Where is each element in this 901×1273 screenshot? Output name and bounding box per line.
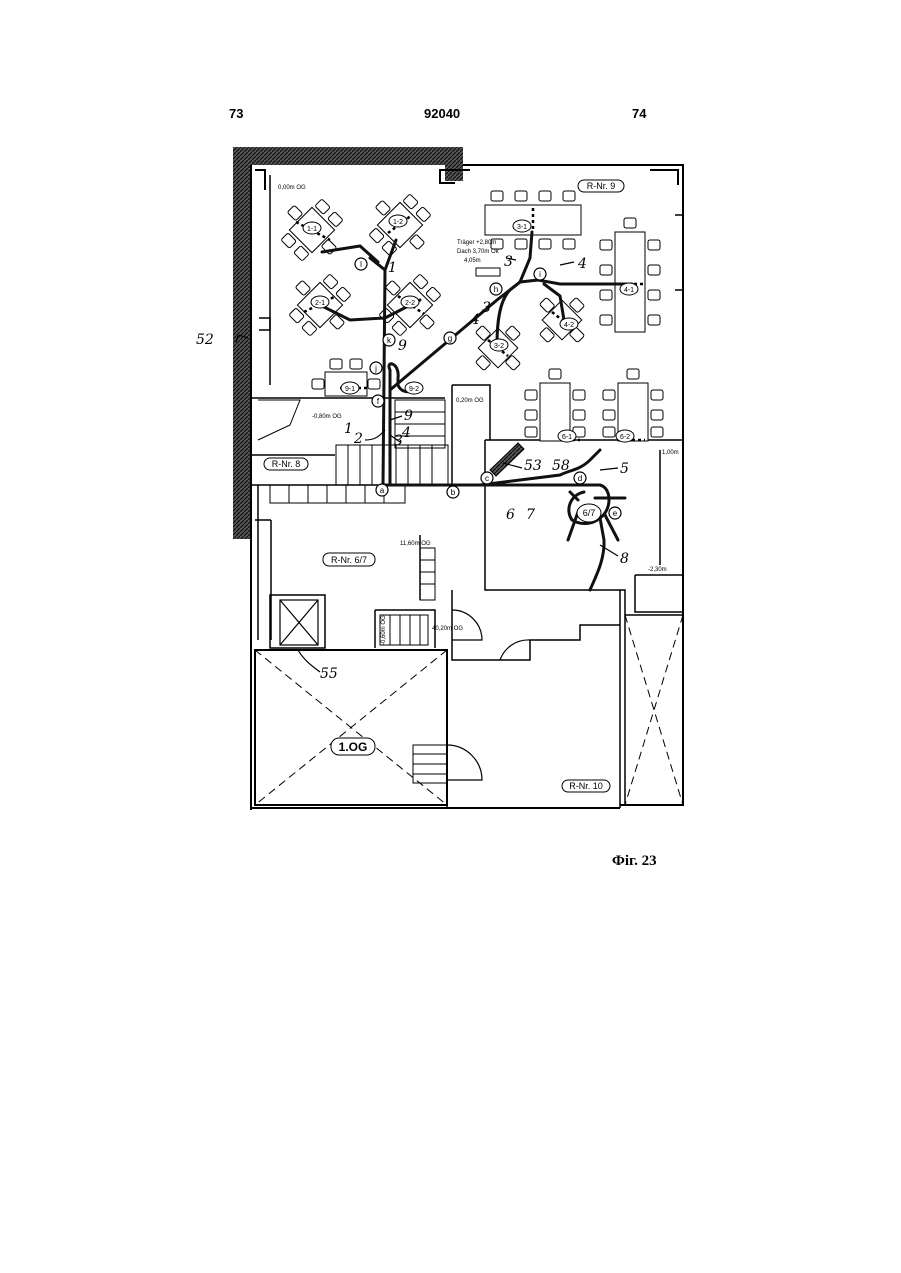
room-label-10: R-Nr. 10 xyxy=(569,781,603,791)
upper-floor-void xyxy=(255,650,447,805)
room-label-9: R-Nr. 9 xyxy=(587,181,616,191)
line-number-1: 1 xyxy=(388,260,397,276)
node-g: g xyxy=(448,334,452,343)
line-number-4b: 4 xyxy=(470,312,480,328)
level-label-3: 0,20m OG xyxy=(456,398,484,404)
line-number-3b: 3 xyxy=(482,300,491,316)
ref-number-53: 53 xyxy=(524,458,542,474)
ref-number-55: 55 xyxy=(320,666,338,682)
table-tag-2-1: 2-1 xyxy=(315,300,325,307)
level-label-7: -2,30m xyxy=(648,567,667,573)
node-a: a xyxy=(380,486,385,495)
beam-label-2: Dach 3,70m Ok xyxy=(457,249,500,255)
figure-caption: Фіг. 23 xyxy=(612,853,657,870)
line-number-3a: 3 xyxy=(504,254,513,270)
table-tag-4-1: 4-1 xyxy=(624,287,634,294)
line-number-1b: 1 xyxy=(344,421,353,437)
node-b: b xyxy=(451,488,456,497)
node-i: i xyxy=(539,270,541,279)
cable-routes xyxy=(322,232,632,590)
table-tag-1-1: 1-1 xyxy=(307,226,317,233)
table-tag-6-2: 6-2 xyxy=(620,434,630,441)
line-number-2: 2 xyxy=(353,431,363,447)
table-tag-2-2: 2-2 xyxy=(405,300,415,307)
level-label-1: 0,00m OG xyxy=(278,185,306,191)
level-label-5: 11,60m OG xyxy=(400,541,431,547)
table-tag-4-2: 4-2 xyxy=(564,322,574,329)
level-label-6: 40,20m OG xyxy=(432,626,463,632)
node-h: h xyxy=(494,285,498,294)
beam-label-1: Träger +2,80m xyxy=(457,240,496,246)
line-number-8: 8 xyxy=(620,551,629,567)
line-number-9: 9 xyxy=(398,338,407,354)
table-tag-6-7: 6/7 xyxy=(583,508,596,518)
level-label-2: -0,80m OG xyxy=(312,414,342,420)
line-number-3c: 3 xyxy=(394,433,403,449)
node-c: c xyxy=(485,474,489,483)
node-j: j xyxy=(374,364,377,373)
room-label-6-7: R-Nr. 6/7 xyxy=(331,555,367,565)
ramp-53 xyxy=(490,443,524,476)
room-label-1og: 1.OG xyxy=(339,740,368,754)
level-label-4: 1,00m xyxy=(662,450,679,456)
table-tag-6-1: 6-1 xyxy=(562,434,572,441)
line-number-5: 5 xyxy=(620,461,629,477)
right-void xyxy=(625,615,683,805)
line-number-4a: 4 xyxy=(577,256,587,272)
elevator-shaft xyxy=(280,600,318,645)
line-number-9b: 9 xyxy=(404,408,413,424)
table-tag-3-1: 3-1 xyxy=(517,224,527,231)
table-tag-9-2: 9-2 xyxy=(409,386,419,393)
node-l: l xyxy=(360,260,362,269)
node-e: e xyxy=(613,509,618,518)
line-number-7: 7 xyxy=(526,507,535,523)
table-tag-9-1: 9-1 xyxy=(345,386,355,393)
doors xyxy=(447,610,530,780)
ref-number-58: 58 xyxy=(552,458,570,474)
table-tag-3-2: 3-2 xyxy=(494,343,504,350)
table-tag-1-2: 1-2 xyxy=(393,219,403,226)
ref-number-52: 52 xyxy=(196,332,214,348)
room-label-8: R-Nr. 8 xyxy=(272,459,301,469)
line-number-6: 6 xyxy=(506,507,515,523)
node-d: d xyxy=(578,474,582,483)
level-label-8: -0,60m OG xyxy=(381,615,387,645)
beam-label-3: 4,05m xyxy=(464,258,481,264)
